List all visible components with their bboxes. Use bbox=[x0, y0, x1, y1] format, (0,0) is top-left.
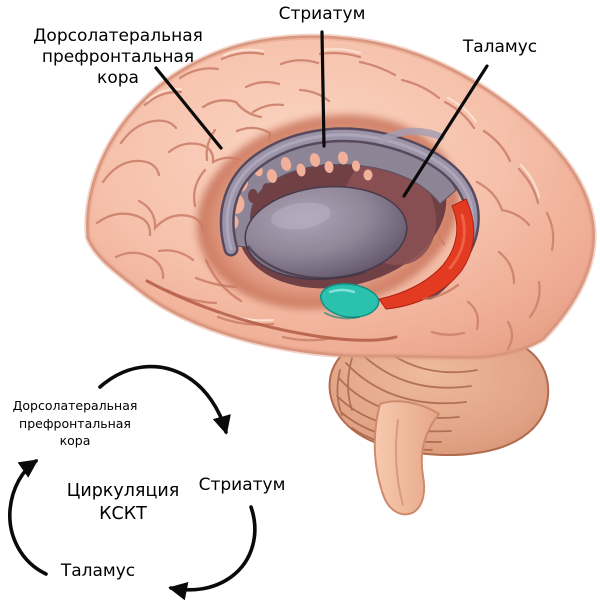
cycle-dlpfc-line3: кора bbox=[59, 433, 91, 448]
dlpfc-leader-line bbox=[154, 66, 223, 150]
striatum-label: Стриатум bbox=[278, 4, 366, 24]
dlpfc-label-line2: префронтальная bbox=[41, 47, 195, 67]
lateral-sulcus-line bbox=[145, 279, 398, 342]
caudate-tail-structure bbox=[378, 198, 475, 310]
leader-lines bbox=[154, 30, 489, 198]
cycle-striatum-label: Стриатум bbox=[198, 475, 286, 495]
thalamus-label: Таламус bbox=[462, 37, 538, 57]
cycle-title-line1: Циркуляция bbox=[66, 481, 180, 501]
cycle-dlpfc-line1: Дорсолатеральная bbox=[12, 398, 138, 413]
fornix-wisp bbox=[378, 127, 445, 144]
cycle-arrows bbox=[8, 364, 257, 600]
dlpfc-label-line1: Дорсолатеральная bbox=[33, 26, 203, 46]
thalamus-leader-line bbox=[402, 64, 489, 198]
cycle-thalamus-label: Таламус bbox=[60, 561, 136, 581]
cycle-dlpfc-line2: префронтальная bbox=[19, 415, 131, 431]
putamen-structure bbox=[244, 185, 408, 281]
striatum-leader-line bbox=[320, 30, 326, 148]
cycle-title-line2: КСКТ bbox=[99, 504, 147, 524]
arrow-striatum-to-thalamus bbox=[168, 505, 257, 600]
cycle-title: Циркуляция КСКТ bbox=[67, 480, 180, 526]
sulci-lines bbox=[95, 51, 555, 351]
dlpfc-label-line3: кора bbox=[97, 68, 139, 88]
insula-creases bbox=[204, 258, 460, 303]
arrow-thalamus-to-dlpfc bbox=[8, 459, 48, 576]
dlpfc-label: Дорсолатеральная префронтальная кора bbox=[33, 26, 203, 89]
arrow-dlpfc-to-striatum bbox=[98, 364, 231, 435]
amygdala-structure bbox=[320, 283, 380, 320]
bridge-gaps bbox=[248, 164, 328, 203]
cycle-dlpfc-label: Дорсолатеральная префронтальная кора bbox=[13, 397, 138, 450]
brainstem bbox=[373, 400, 441, 516]
